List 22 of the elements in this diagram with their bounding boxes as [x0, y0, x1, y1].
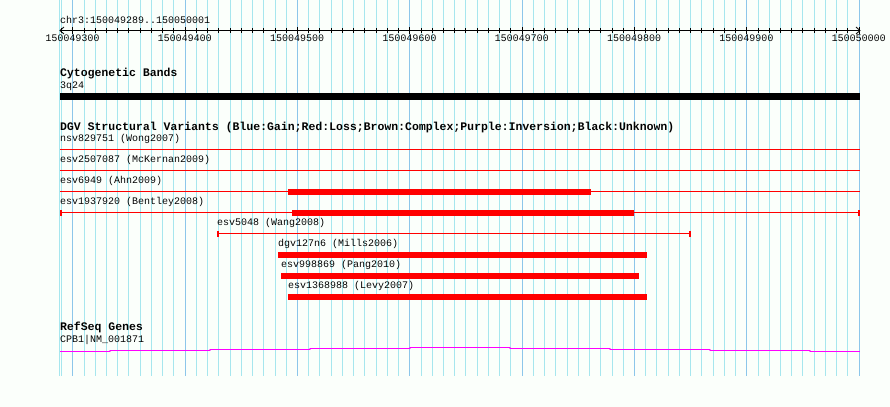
variant-label: esv1937920 (Bentley2008)	[60, 197, 204, 210]
tick-label: 150049400	[158, 34, 212, 46]
tick-label: 150049300	[45, 34, 100, 46]
variant-label: dgv127n6 (Mills2006)	[278, 239, 398, 251]
tick-label: 150049700	[494, 34, 549, 46]
position-label: chr3:150049289..150050001	[60, 16, 210, 28]
tick-label: 150049800	[606, 34, 661, 46]
gene-label: CPB1|NM_001871	[60, 334, 144, 347]
tick-label: 150049600	[382, 34, 436, 46]
variant-label: esv1368988 (Levy2007)	[288, 281, 414, 294]
variant-label: esv2507087 (McKernan2009)	[60, 154, 210, 167]
variant-label: nsv829751 (Wong2007)	[60, 134, 180, 146]
variant-label: esv5048 (Wang2008)	[217, 218, 326, 230]
band-label: 3q24	[60, 80, 84, 93]
track-heading: RefSeq Genes	[60, 321, 143, 334]
tick-label: 150049500	[270, 34, 324, 46]
variant-label: esv6949 (Ahn2009)	[60, 176, 162, 188]
tick-label: 150049900	[719, 34, 774, 46]
tick-label: 150050000	[832, 34, 886, 46]
track-heading: DGV Structural Variants (Blue:Gain;Red:Loss;Brown:Complex;Purple:Inversion;Black:Unknown)	[60, 121, 674, 134]
track-heading: Cytogenetic Bands	[60, 67, 178, 81]
variant-label: esv998869 (Pang2010)	[281, 260, 402, 272]
